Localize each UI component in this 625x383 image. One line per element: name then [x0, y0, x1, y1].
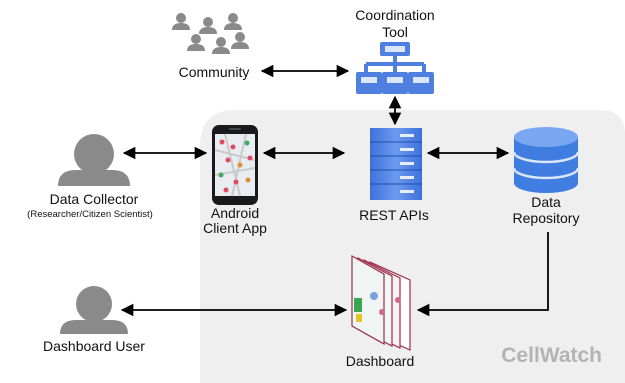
android-app-label-line2: Client App [203, 220, 267, 236]
dashboard-user-person-icon [60, 286, 128, 334]
data-collector-person-icon [58, 134, 130, 186]
coordination-tool-label-line2: Tool [382, 24, 408, 40]
dashboard-user-label: Dashboard User [43, 338, 145, 354]
community-label: Community [179, 64, 250, 80]
server-icon [370, 128, 422, 200]
dashboard-stack-icon [351, 254, 411, 351]
coordination-tool-label-line1: Coordination [355, 7, 434, 23]
people-group-icon [172, 13, 249, 54]
database-icon [512, 127, 580, 193]
data-repository-label-line2: Repository [513, 210, 580, 226]
data-collector-label: Data Collector [50, 191, 139, 207]
dashboard-label: Dashboard [346, 353, 415, 369]
sitemap-icon [356, 42, 434, 94]
data-repository-label-line1: Data [531, 194, 561, 210]
cellwatch-label: CellWatch [501, 344, 602, 367]
smartphone-icon [212, 125, 258, 205]
android-app-label-line1: Android [211, 205, 259, 221]
arrow-repository-dashboard [416, 232, 549, 317]
data-collector-sublabel: (Researcher/Citizen Scientist) [27, 209, 153, 220]
rest-apis-label: REST APIs [359, 207, 429, 223]
